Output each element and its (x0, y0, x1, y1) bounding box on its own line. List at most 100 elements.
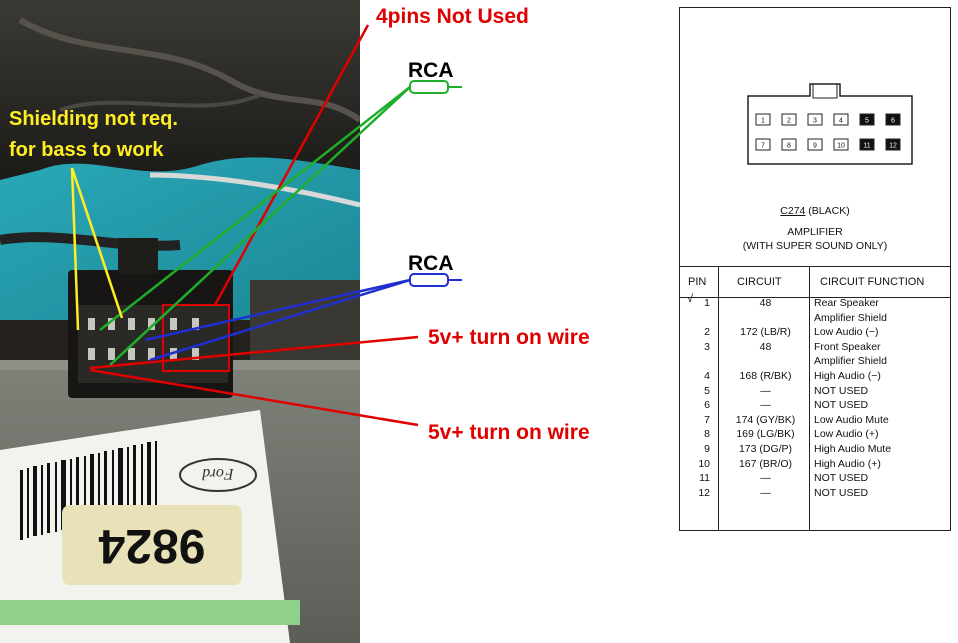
connector-id-line: C274 (BLACK) (680, 205, 950, 217)
pin-cell: 10 (698, 457, 710, 470)
cavity-label: 9 (813, 143, 817, 150)
circuit-cell: 169 (LG/BK) (736, 428, 795, 441)
circuit-cell: 172 (LB/R) (740, 326, 791, 339)
barcode (20, 441, 157, 540)
circuit-cell: 174 (GY/BK) (735, 413, 796, 426)
table-row: 11 — NOT USED (680, 472, 950, 487)
cavity-label: 5 (865, 118, 869, 125)
table-row: 12—NOT USED (680, 487, 950, 502)
circuit-cell: 173 (DG/P) (738, 443, 793, 455)
rca-label-top: RCA (408, 59, 454, 82)
pin-cell: 8 (704, 428, 710, 441)
cavity-label: 4 (839, 118, 843, 125)
table-row: 9 173 (DG/P) High Audio Mute (680, 443, 950, 458)
header-circuit: CIRCUIT (737, 276, 782, 288)
column-divider-2 (809, 266, 810, 530)
table-row: 8 169 (LG/BK) Low Audio (+) (680, 428, 950, 443)
function-cell: Low Audio Mute (814, 413, 889, 426)
table-row: 6—NOT USED (680, 399, 950, 414)
component-name: AMPLIFIER (787, 226, 843, 238)
function-cell: Front Speaker (814, 340, 881, 353)
table-row: 1 48 Rear Speaker (680, 297, 950, 312)
cavity (885, 113, 901, 126)
pin-cell: 7 (704, 413, 710, 426)
green-stripe (0, 600, 300, 625)
table-row: 10 167 (BR/O) High Audio (+) (680, 458, 950, 473)
cavity (833, 113, 849, 126)
function-cell: High Audio (−) (814, 370, 881, 382)
pin-cell: 1 (704, 297, 710, 309)
function-cell: High Audio Mute (814, 443, 892, 455)
turn-on-wire-label-2: 5v+ turn on wire (428, 421, 590, 444)
cavity-label: 7 (761, 143, 765, 150)
rca-label-bottom: RCA (408, 252, 454, 275)
circuit-cell: 167 (BR/O) (738, 457, 793, 470)
cavity (781, 138, 797, 151)
connector-latch (118, 238, 158, 274)
ford-logo-text: Ford (201, 465, 234, 482)
amplifier-connector-photo: Ford 9824 (0, 0, 360, 643)
function-cell: NOT USED (814, 486, 869, 499)
pin-cell: 4 (704, 370, 710, 382)
function-cell: Amplifier Shield (814, 311, 887, 324)
function-cell: Rear Speaker (814, 297, 879, 309)
table-row: Amplifier Shield (680, 355, 950, 370)
cavity-label: 6 (891, 118, 895, 125)
table-row: 7 174 (GY/BK) Low Audio Mute (680, 414, 950, 429)
cavity (859, 138, 875, 151)
shielding-label-line1: Shielding not req. (9, 108, 178, 130)
check-mark: √ (687, 293, 694, 305)
table-row: 4 168 (R/BK) High Audio (−) (680, 370, 950, 385)
component-note: (WITH SUPER SOUND ONLY) (742, 240, 888, 252)
circuit-cell: 48 (759, 297, 772, 309)
pin-cell: 12 (698, 486, 710, 499)
cavity (807, 113, 823, 126)
shielding-label-line2: for bass to work (9, 139, 164, 161)
function-cell: NOT USED (814, 384, 869, 397)
number-plate (62, 505, 242, 585)
ford-logo (179, 458, 257, 492)
unused-pins-label: 4pins Not Used (376, 5, 529, 28)
cavity-label: 8 (787, 143, 791, 150)
header-function: CIRCUIT FUNCTION (820, 276, 925, 288)
circuit-cell: — (760, 384, 771, 397)
function-cell: Low Audio (+) (814, 428, 879, 441)
header-pin: PIN (688, 276, 707, 288)
circuit-cell: — (760, 399, 771, 412)
cavity (755, 113, 771, 126)
cavity-label: 10 (837, 143, 845, 150)
table-header: PIN CIRCUIT CIRCUIT FUNCTION (680, 266, 950, 298)
cavities-bottom-row: 7 8 9 10 11 12 (755, 138, 901, 151)
cavity-label: 11 (863, 143, 870, 150)
bracket (250, 280, 360, 370)
module-number: 9824 (98, 519, 205, 572)
cavity (885, 138, 901, 151)
pin-cell: 11 (699, 472, 710, 485)
pin-cell: 9 (704, 443, 710, 455)
function-cell: Amplifier Shield (814, 355, 887, 368)
cavity-label: 3 (813, 118, 817, 125)
cavity-label: 12 (889, 143, 897, 150)
function-cell: High Audio (+) (814, 457, 881, 470)
circuit-cell: 48 (759, 340, 772, 353)
circuit-cell: — (760, 472, 771, 485)
circuit-cell: 168 (R/BK) (739, 370, 792, 382)
table-row: 5 — NOT USED (680, 385, 950, 400)
function-cell: NOT USED (814, 472, 869, 485)
pin-cell: 2 (704, 326, 710, 339)
column-divider-1 (718, 266, 719, 530)
table-row: Amplifier Shield (680, 312, 950, 327)
pin-cell: 5 (704, 384, 710, 397)
cavity-label: 1 (761, 118, 765, 125)
turn-on-wire-label-1: 5v+ turn on wire (428, 326, 590, 349)
connector-id: C274 (780, 205, 806, 217)
cavity (755, 138, 771, 151)
connector-color: (BLACK) (808, 205, 850, 217)
cavity (807, 138, 823, 151)
function-cell: NOT USED (814, 399, 869, 412)
